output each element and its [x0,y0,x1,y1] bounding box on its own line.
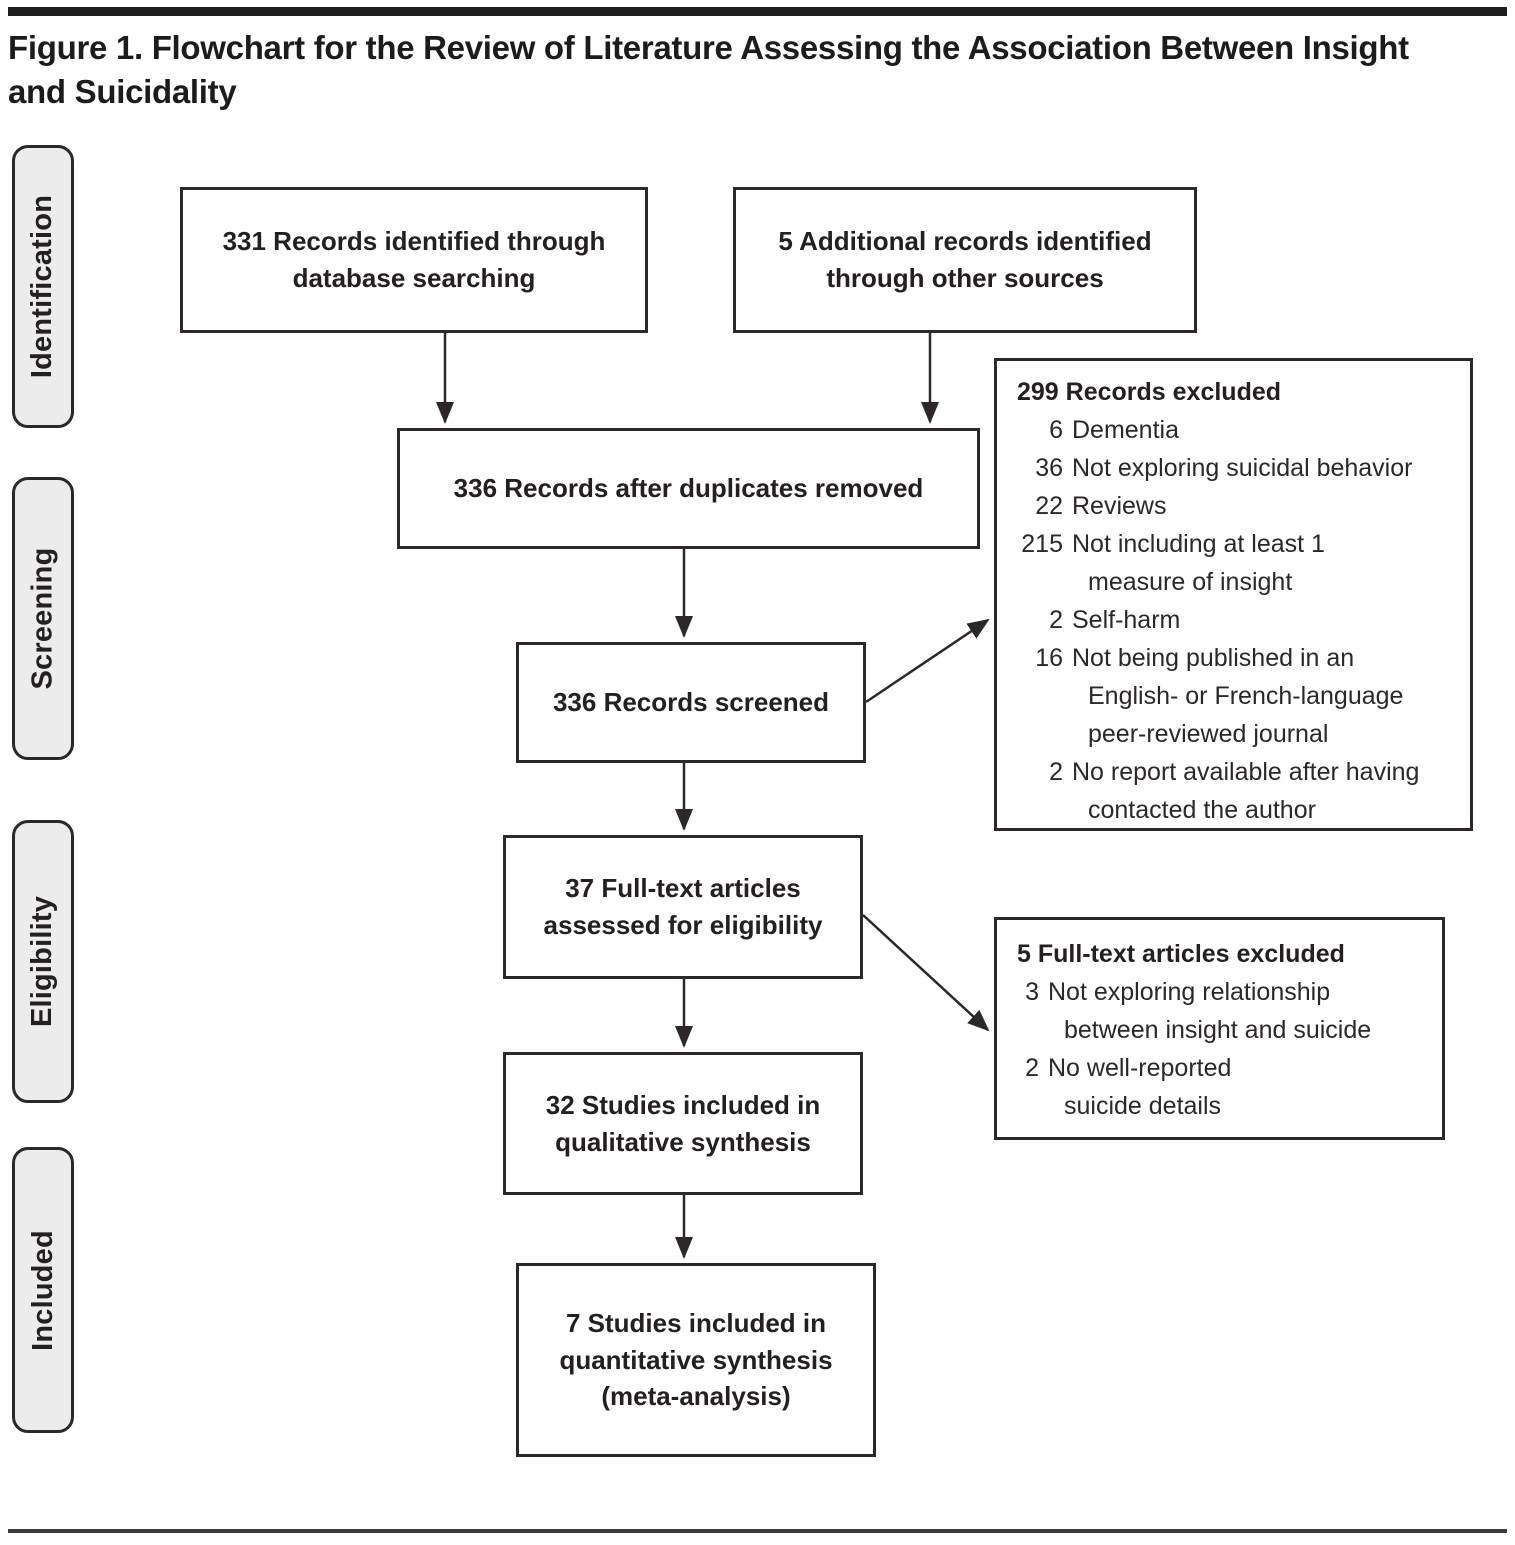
records-excluded-title: 299 Records excluded [1017,378,1282,406]
stage-tab-label: Screening [26,547,59,690]
box-records-after-duplicates: 336 Records after duplicates removed [397,428,980,549]
top-rule [8,7,1507,16]
exclusion-reason: No well-reported suicide details [1048,1054,1232,1120]
exclusion-count: 16 [1035,644,1063,672]
exclusion-count: 215 [1021,530,1063,558]
fulltext-excluded-title: 5 Full-text articles excluded [1017,940,1345,968]
box-records-screened: 336 Records screened [516,642,866,763]
exclusion-count: 6 [1049,416,1063,444]
stage-tab-identification: Identification [12,145,74,428]
box-fulltext-excluded: 5 Full-text articles excluded 3 Not expl… [994,917,1445,1140]
fulltext-excluded-list: 3 Not exploring relationship between ins… [1017,973,1436,1125]
exclusion-count: 3 [1025,978,1039,1006]
box-records-identified-database: 331 Records identified through database … [180,187,648,333]
exclusion-reason: Not being published in an English- or Fr… [1072,644,1404,748]
exclusion-reason: Self-harm [1072,606,1181,634]
exclusion-count: 2 [1049,758,1063,786]
exclusion-reason: Dementia [1072,416,1179,444]
figure-title: Figure 1. Flowchart for the Review of Li… [8,29,1409,110]
exclusion-count: 22 [1035,492,1063,520]
exclusion-reason: Not including at least 1 measure of insi… [1072,530,1325,596]
exclusion-count: 2 [1025,1054,1039,1082]
exclusion-reason: Not exploring suicidal behavior [1072,454,1413,482]
exclusion-count: 36 [1035,454,1063,482]
stage-tab-included: Included [12,1147,74,1433]
box-qualitative-synthesis: 32 Studies included in qualitative synth… [503,1052,863,1195]
box-quantitative-synthesis: 7 Studies included in quantitative synth… [516,1263,876,1457]
exclusion-reason: No report available after having contact… [1072,758,1420,824]
exclusion-reason: Reviews [1072,492,1167,520]
stage-tab-screening: Screening [12,477,74,760]
exclusion-count: 2 [1049,606,1063,634]
stage-tab-label: Identification [26,194,59,379]
stage-tab-label: Included [26,1229,59,1351]
exclusion-reason: Not exploring relationship between insig… [1048,978,1372,1044]
stage-tab-label: Eligibility [26,895,59,1028]
records-excluded-list: 6 Dementia 36 Not exploring suicidal beh… [1017,411,1464,829]
box-records-identified-other-sources: 5 Additional records identified through … [733,187,1197,333]
box-fulltext-assessed: 37 Full-text articles assessed for eligi… [503,835,863,979]
stage-tab-eligibility: Eligibility [12,820,74,1103]
bottom-rule [8,1529,1507,1533]
box-records-excluded: 299 Records excluded 6 Dementia 36 Not e… [994,358,1473,831]
